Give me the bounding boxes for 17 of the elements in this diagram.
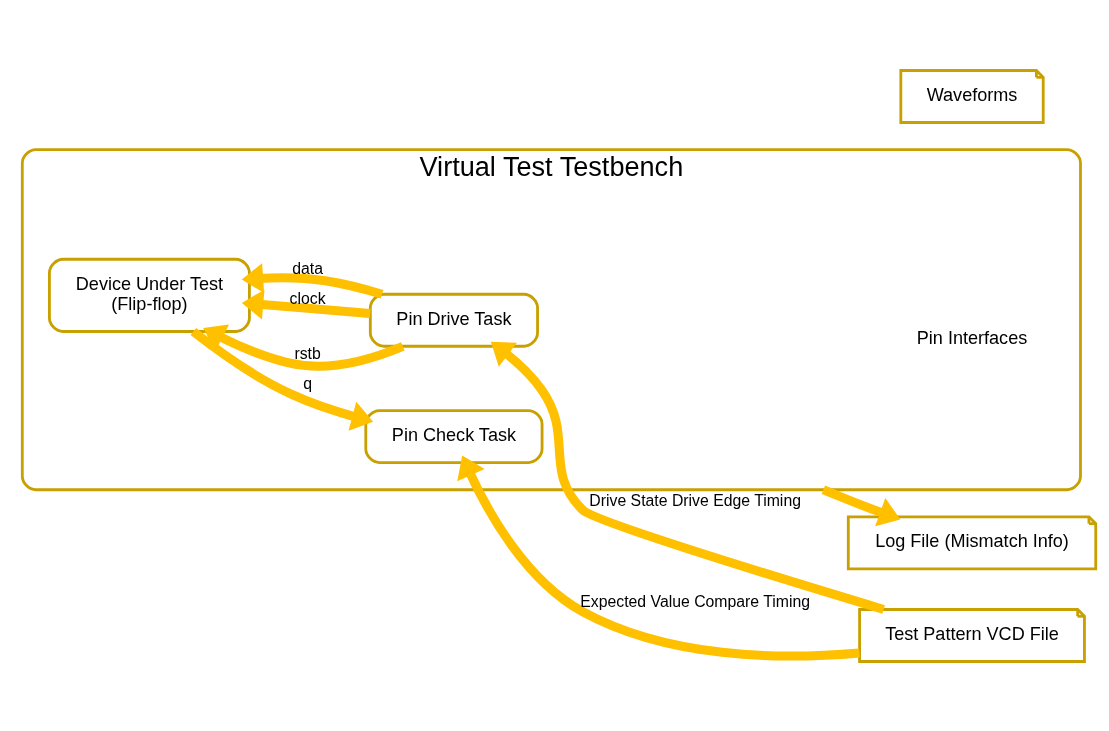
node-box: Pin Check Task xyxy=(364,408,544,464)
arrow xyxy=(821,485,901,526)
edge-label: Drive State Drive Edge Timing xyxy=(589,491,801,509)
node-box: Pin Drive Task xyxy=(368,292,539,348)
arrow xyxy=(457,455,860,660)
edge-label: clock xyxy=(289,289,326,307)
label: Pin Interfaces xyxy=(916,327,1028,348)
arrow xyxy=(203,324,405,371)
arrow xyxy=(490,341,885,614)
arrow xyxy=(241,262,384,299)
edge-label: rstb xyxy=(294,344,321,362)
arrow xyxy=(241,289,371,320)
node-box: Device Under Test (Flip-flop) xyxy=(48,257,251,333)
arrow xyxy=(190,327,374,431)
edge-label: q xyxy=(303,374,313,392)
edge-label: data xyxy=(292,259,323,277)
edge-label: Expected Value Compare Timing xyxy=(580,592,811,610)
